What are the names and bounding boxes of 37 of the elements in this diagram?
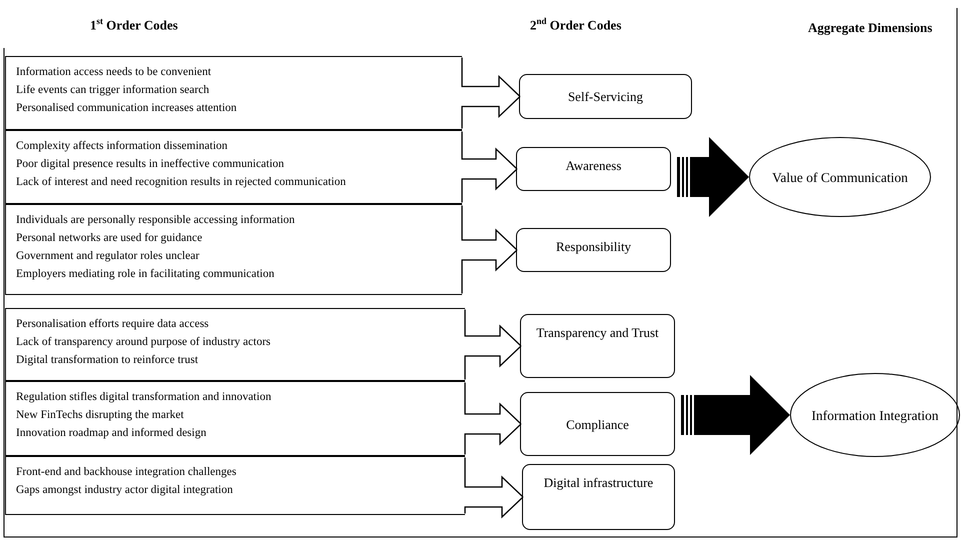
block-arrow bbox=[677, 137, 749, 217]
code-text: Personalised communication increases attention bbox=[16, 101, 238, 116]
dimension-ellipse: Value of Communication bbox=[749, 137, 931, 217]
dimension-ellipse: Information Integration bbox=[790, 373, 960, 457]
code-list-box bbox=[5, 308, 465, 381]
code-box: Transparency and Trust bbox=[520, 314, 675, 378]
code-list-box bbox=[5, 456, 465, 515]
code-text: Front-end and backhouse integration challenges bbox=[16, 465, 238, 480]
block-arrow bbox=[681, 375, 790, 455]
code-text: Poor digital presence results in ineffective communication bbox=[16, 157, 286, 172]
code-list-box bbox=[5, 56, 462, 130]
code-box: Awareness bbox=[516, 147, 671, 191]
code-text: Innovation roadmap and informed design bbox=[16, 426, 208, 441]
code-text: Individuals are personally responsible accessing information bbox=[16, 213, 296, 228]
code-text: Complexity affects information dissemination bbox=[16, 139, 229, 154]
code-text: Life events can trigger information search bbox=[16, 83, 210, 98]
code-box: Self-Servicing bbox=[519, 74, 692, 119]
code-text: Personalisation efforts require data access bbox=[16, 317, 210, 332]
code-list-box bbox=[5, 204, 462, 295]
code-text: Government and regulator roles unclear bbox=[16, 249, 200, 264]
code-text: Lack of interest and need recognition results in rejected communication bbox=[16, 175, 347, 190]
code-text: Information access needs to be convenient bbox=[16, 65, 212, 80]
code-box: Compliance bbox=[520, 392, 675, 456]
code-list-box bbox=[5, 130, 462, 204]
code-box: Digital infrastructure bbox=[522, 464, 675, 530]
code-text: Regulation stifles digital transformation and innovation bbox=[16, 390, 272, 405]
code-text: Digital transformation to reinforce trust bbox=[16, 353, 200, 368]
column-heading: 2$^{nd}$ Order Codes bbox=[530, 16, 622, 34]
code-text: Personal networks are used for guidance bbox=[16, 231, 204, 246]
column-heading: Aggregate Dimensions bbox=[808, 20, 932, 36]
column-heading: 1$^{st}$ Order Codes bbox=[90, 16, 178, 34]
code-box: Responsibility bbox=[516, 228, 671, 272]
code-list-box bbox=[5, 381, 465, 456]
code-text: Employers mediating role in facilitating communication bbox=[16, 267, 276, 282]
code-text: New FinTechs disrupting the market bbox=[16, 408, 185, 423]
code-text: Gaps amongst industry actor digital integration bbox=[16, 483, 234, 498]
code-text: Lack of transparency around purpose of industry actors bbox=[16, 335, 272, 350]
